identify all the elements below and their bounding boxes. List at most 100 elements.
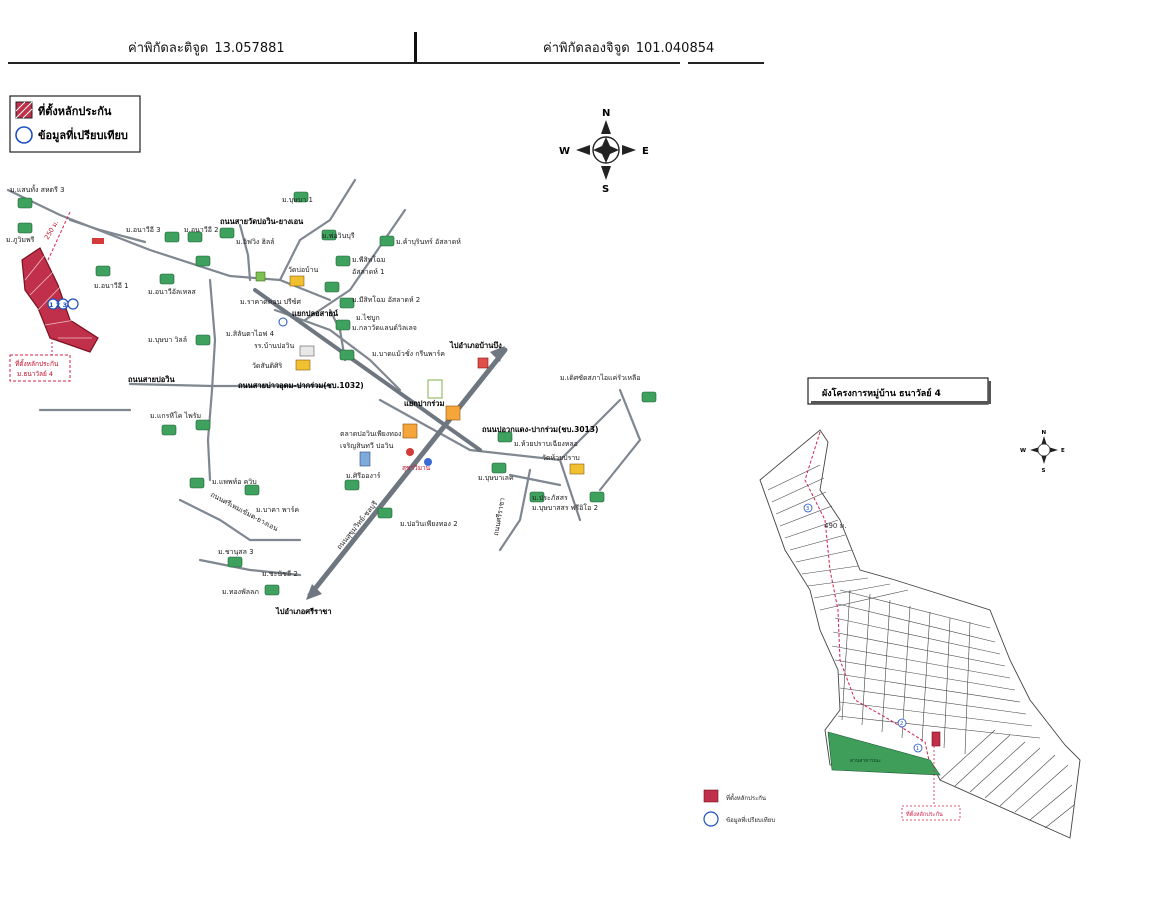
temple-label: วัดห้วยปราบ xyxy=(542,454,580,462)
plan-legend-collateral-swatch xyxy=(703,789,719,803)
plan-marker-2 xyxy=(897,718,907,728)
longitude-label: ค่าพิกัดลองจิจูด xyxy=(543,41,630,56)
road-label: ถนนสุขุมวิทย์-ชลบุรี xyxy=(335,499,379,551)
direction-label: ไปอำเภอศรีราชา xyxy=(275,606,332,616)
plan-marker-1 xyxy=(913,743,923,753)
plan-green-label: สวนสาธารณะ xyxy=(850,758,881,764)
village-label: ม.บุษบาสสร พรีอิโอ 2 xyxy=(532,503,598,512)
village-label: ม.อนาวีอี 3 xyxy=(126,226,161,234)
road-label: ถนนสายปอวิน xyxy=(128,375,175,384)
latitude-label: ค่าพิกัดละติจูด xyxy=(128,41,209,56)
plan-distance: 490 ม. xyxy=(824,522,846,530)
plan-compass-n: N xyxy=(1042,430,1047,436)
village-label: ม.บาดแม้วชั่ง กรีนพาร์ค xyxy=(372,349,445,358)
plan-access-path xyxy=(804,431,931,766)
village-label: ม.แกรหีโค ไพรัม xyxy=(150,411,201,420)
temple-icon xyxy=(295,359,311,371)
plan-marker-3-label: 3 xyxy=(806,506,809,512)
compass-rose-icon: N S E W xyxy=(559,108,649,195)
plan-green-area xyxy=(827,731,941,776)
legend-collateral-label: ที่ตั้งหลักประกัน xyxy=(38,103,112,118)
temple-icon xyxy=(289,275,305,287)
village-label: ม.แสนทั้ง สหตรี 3 xyxy=(10,183,65,194)
shop-label: เจริญสินทวี ปอวิน xyxy=(340,442,394,450)
plan-legend-collateral: ที่ตั้งหลักประกัน xyxy=(726,792,766,802)
plan-callout-label: ที่ตั้งหลักประกัน xyxy=(906,810,943,818)
plan-compass-w: W xyxy=(1020,448,1026,454)
coord-separator xyxy=(414,32,417,62)
estate-plan xyxy=(759,429,1081,839)
longitude-readout: ค่าพิกัดลองจิจูด 101.040854 xyxy=(543,37,714,58)
main-highway xyxy=(253,288,508,600)
plan-collateral[interactable] xyxy=(931,731,941,747)
legend-comparable-label: ข้อมูลที่เปรียบเทียบ xyxy=(38,127,128,143)
coord-underline-right xyxy=(688,62,764,64)
plan-callout xyxy=(901,805,961,821)
collateral-callout-sub: ม.ธนาวัลย์ 4 xyxy=(17,370,53,378)
compass-e: E xyxy=(642,146,649,157)
store-icon xyxy=(402,423,418,439)
village-label: ม.สิลันตาไอฟ 4 xyxy=(226,329,275,338)
collateral-callout xyxy=(9,354,71,382)
distance-label-1: 250 ม. xyxy=(43,219,60,241)
latitude-readout: ค่าพิกัดละติจูด 13.057881 xyxy=(128,37,285,58)
area-map[interactable]: ที่ตั้งหลักประกัน ข้อมูลที่เปรียบเทียบ N… xyxy=(0,80,700,640)
building-icon xyxy=(359,451,371,467)
school-icon xyxy=(299,345,315,357)
village-label: ม.อนาวีอี 2 xyxy=(184,226,219,234)
gas-icon xyxy=(424,458,432,466)
village-label: ม.มีสิทโฉม อัสลาดห์ 2 xyxy=(352,295,420,304)
gas-icon xyxy=(406,448,414,456)
compass-n: N xyxy=(602,108,610,119)
market-label: ตลาดปอวินเพียงทอง xyxy=(340,430,401,438)
comparable-marker-labels: 1 2 3 xyxy=(49,301,67,309)
village-label: ม.บุษบาเลค xyxy=(478,474,514,482)
plan-legend-comparable: ข้อมูลที่เปรียบเทียบ xyxy=(726,816,775,824)
compass-s: S xyxy=(602,184,609,195)
plan-compass-e: E xyxy=(1061,448,1065,454)
village-label: ม.ค้าบุรินทร์ อัสลาดห์ xyxy=(396,238,461,246)
junction-label: แยกปากร่วม xyxy=(404,399,445,408)
hall-icon xyxy=(92,238,104,244)
village-label: ม.อิฟวิง ฮิลล์ xyxy=(236,238,274,246)
hotel-icon xyxy=(255,271,266,282)
village-label: ม.ศิรีอองาร์ xyxy=(346,472,381,480)
comparable-marker-3 xyxy=(67,298,79,310)
junction-label: แยกปลอสายน์ xyxy=(292,309,339,318)
plan-marker-3 xyxy=(803,503,813,513)
village-label: ม.กลาวัดแลนด์วิลเลจ xyxy=(352,324,417,332)
compass-w: W xyxy=(559,146,570,157)
road-label: ถนนสายวัดปอวิน-ยางเอน xyxy=(220,217,304,226)
school-label: รร.บ้านปอวิน xyxy=(254,342,294,350)
project-plan[interactable]: ผังโครงการหมู่บ้าน ธนาวัลย์ 4 N S E W xyxy=(690,370,1150,850)
temple-label: วัดสันติศิริ xyxy=(252,362,283,370)
temple-icon xyxy=(569,463,585,475)
plan-compass-s: S xyxy=(1042,468,1046,474)
village-label: ม.บาคา พาร์ค xyxy=(256,506,299,514)
collateral-zone[interactable]: 1 2 3 250 ม. ที่ตั้งหลักประกัน ม.ธนาวัลย… xyxy=(9,211,99,382)
logo-r-icon xyxy=(427,379,443,399)
village-label: อัสลาดห์ 1 xyxy=(352,268,385,276)
plan-marker-2-label: 2 xyxy=(900,721,903,727)
village-icons xyxy=(17,191,657,596)
village-label: ม.พีสิทโฉม xyxy=(352,255,385,264)
village-label: ม.ไชบูก xyxy=(356,313,380,322)
longitude-value: 101.040854 xyxy=(635,41,715,56)
village-label: ม.พ่อวินบุรี xyxy=(322,232,355,240)
coord-underline xyxy=(8,62,680,64)
plan-compass-icon: N S E W xyxy=(1020,430,1065,474)
road-label: ถนนปอวกแดง-ปากร่วม(ชบ.3013) xyxy=(482,425,598,434)
village-label: ม.ทองพัลลภ xyxy=(222,588,259,596)
legend-comparable-ring xyxy=(15,126,33,144)
road-label: ถนนสายบ่าวอุดม-ปากร่วม(ชบ.1032) xyxy=(238,381,364,390)
latitude-value: 13.057881 xyxy=(214,41,285,56)
plan-marker-1-label: 1 xyxy=(916,746,919,752)
village-label: ม.บุษบา 1 xyxy=(282,196,313,204)
village-label: ม.อนาวีอัลเหลส xyxy=(148,288,196,296)
village-label: ม.อนาวีอี 1 xyxy=(94,282,129,290)
temple-label: วัดบ่อบ้าน xyxy=(288,266,318,274)
plan-title-box xyxy=(807,377,989,405)
hall-label: สุขาวิมาน xyxy=(402,464,431,472)
village-label: ม.ประภัสสร xyxy=(532,494,568,502)
coordinate-bar: ค่าพิกัดละติจูด 13.057881 ค่าพิกัดลองจิจู… xyxy=(8,28,764,64)
